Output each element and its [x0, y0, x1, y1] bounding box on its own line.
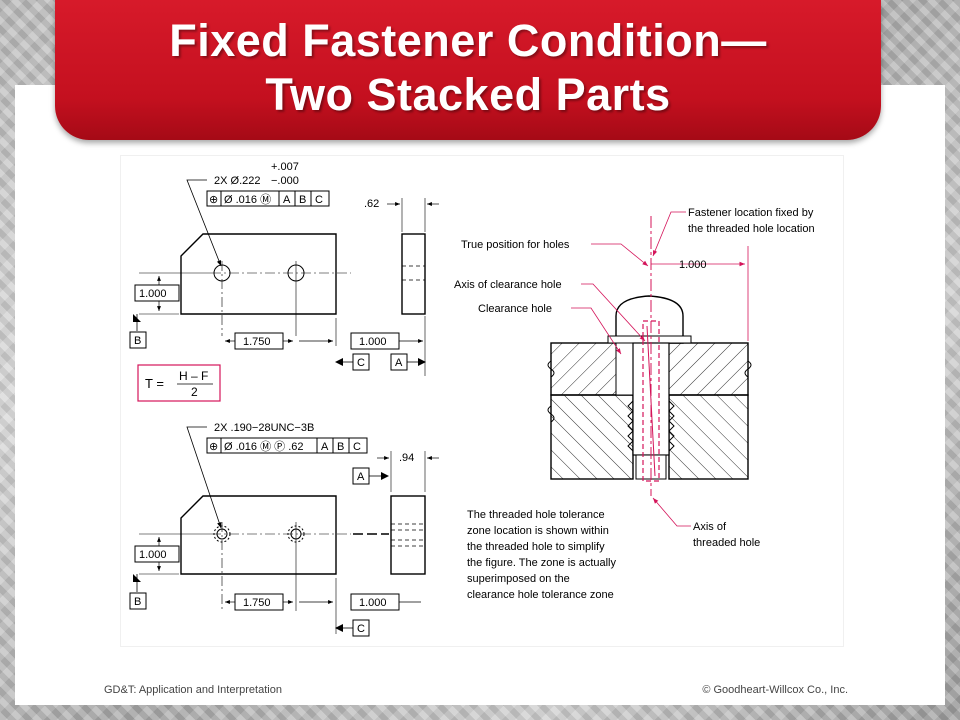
footer-right: © Goodheart-Willcox Co., Inc.: [702, 684, 848, 696]
bottom-datum-b: B: [134, 596, 141, 608]
top-hole-callout: 2X Ø.222: [214, 175, 260, 187]
label-true-position: True position for holes: [461, 239, 570, 251]
note-line-5: superimposed on the: [467, 573, 570, 585]
note-line-6: clearance hole tolerance zone: [467, 589, 614, 601]
label-axis-threaded: Axis of: [693, 521, 727, 533]
footer-left: GD&T: Application and Interpretation: [104, 684, 282, 696]
formula-denominator: 2: [191, 385, 198, 399]
title-line-2: Two Stacked Parts: [265, 69, 671, 120]
top-fcf-datum-a: A: [283, 194, 291, 206]
note-line-4: the figure. The zone is actually: [467, 557, 616, 569]
bottom-hole-callout: 2X .190−28UNC−3B: [214, 422, 314, 434]
top-dim-spacing: 1.750: [243, 336, 271, 348]
top-datum-b: B: [134, 335, 141, 347]
top-side-view: [401, 233, 426, 315]
label-axis-threaded-2: threaded hole: [693, 537, 760, 549]
bottom-fcf-datum-b: B: [337, 441, 344, 453]
bolt-head: [615, 295, 684, 344]
top-fcf-datum-b: B: [299, 194, 306, 206]
top-plate-outline: [180, 233, 337, 315]
label-fastener-fixed-2: the threaded hole location: [688, 223, 815, 235]
label-fastener-fixed: Fastener location fixed by: [688, 207, 814, 219]
title-line-1: Fixed Fastener Condition—: [169, 15, 767, 66]
clearance-axis-line: [646, 325, 656, 477]
bottom-fcf-datum-c: C: [353, 441, 361, 453]
bottom-dim-vertical: 1.000: [139, 549, 167, 561]
title-banner: [55, 0, 881, 140]
top-tol-minus: −.000: [271, 175, 299, 187]
section-dim-spacing: 1.000: [679, 259, 707, 271]
top-dim-horizontal: 1.000: [359, 336, 387, 348]
note-line-2: zone location is shown within: [467, 525, 609, 537]
top-datum-a: A: [395, 357, 403, 369]
section-view: 1.000 Fastener location fixed by the thr…: [454, 207, 815, 601]
bottom-datum-c: C: [357, 623, 365, 635]
bottom-dim-spacing: 1.750: [243, 597, 271, 609]
top-datum-c: C: [357, 357, 365, 369]
top-feature-control-frame: [206, 190, 330, 207]
bottom-datum-a: A: [357, 471, 365, 483]
bottom-fcf-datum-a: A: [321, 441, 329, 453]
note-line-1: The threaded hole tolerance: [467, 509, 605, 521]
bottom-part-view: 2X .190−28UNC−3B ⊕ Ø .016 Ⓜ Ⓟ .62 A B C …: [129, 422, 439, 637]
label-axis-clearance: Axis of clearance hole: [454, 279, 562, 291]
top-part-view: 2X Ø.222 +.007 −.000 ⊕ Ø .016 Ⓜ A B C 1.…: [129, 161, 439, 402]
top-tol-plus: +.007: [271, 161, 299, 173]
top-fcf-datum-c: C: [315, 194, 323, 206]
top-dim-vertical: 1.000: [139, 288, 167, 300]
formula-box: [137, 364, 221, 402]
gdt-figure: 2X Ø.222 +.007 −.000 ⊕ Ø .016 Ⓜ A B C 1.…: [120, 155, 844, 647]
bottom-plate-outline: [180, 495, 337, 575]
bottom-feature-control-frame: [206, 437, 368, 454]
formula-lhs: T =: [145, 376, 164, 391]
label-clearance-hole: Clearance hole: [478, 303, 552, 315]
top-thickness: .62: [364, 198, 379, 210]
top-fcf-symbol: ⊕: [209, 194, 218, 206]
bottom-side-view: [390, 495, 426, 575]
bottom-dim-horizontal: 1.000: [359, 597, 387, 609]
slide-title: Fixed Fastener Condition— Two Stacked Pa…: [55, 14, 881, 122]
note-line-3: the threaded hole to simplify: [467, 541, 605, 553]
bottom-fcf-tolerance: Ø .016 Ⓜ Ⓟ .62: [224, 440, 303, 453]
bottom-fcf-symbol: ⊕: [209, 441, 218, 453]
formula-numerator: H – F: [179, 369, 208, 383]
top-fcf-tolerance: Ø .016 Ⓜ: [224, 193, 271, 206]
figure-svg: 2X Ø.222 +.007 −.000 ⊕ Ø .016 Ⓜ A B C 1.…: [129, 161, 815, 637]
bottom-thickness: .94: [399, 452, 414, 464]
